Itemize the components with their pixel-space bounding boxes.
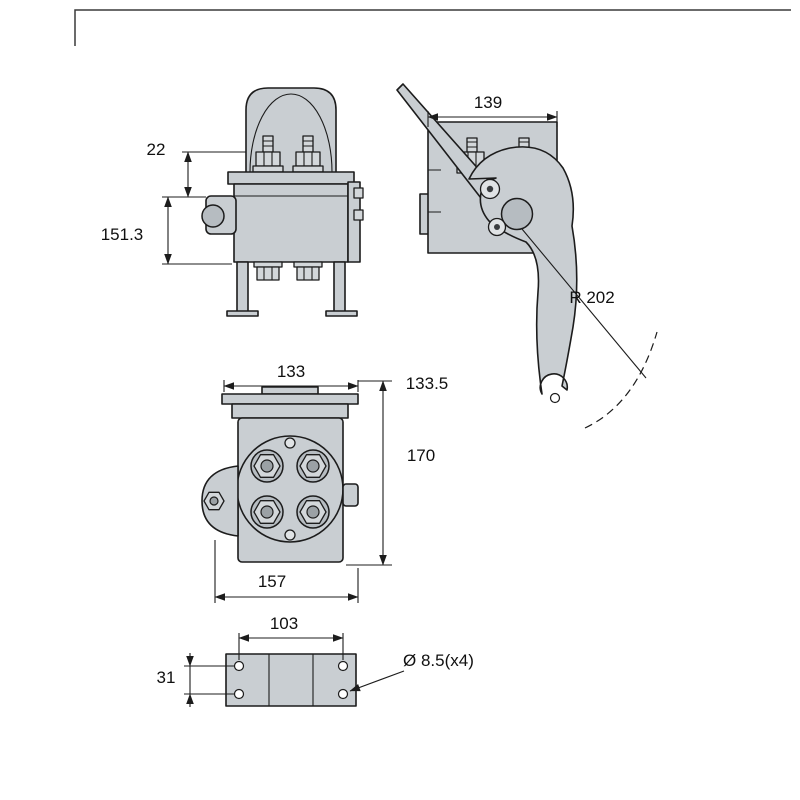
dim-top-overall-width: 157 bbox=[214, 540, 359, 603]
dim-hole-pitch-x: 103 bbox=[238, 614, 344, 660]
dim-label-flange-width: 133 bbox=[277, 362, 305, 381]
cam-lever bbox=[468, 146, 578, 395]
dim-label-overall-width: 157 bbox=[258, 572, 286, 591]
cam-tip-hole bbox=[549, 392, 561, 404]
top-view: 133 133.5 170 157 bbox=[201, 362, 449, 603]
flange-tab bbox=[261, 386, 319, 395]
left-foot bbox=[226, 310, 259, 317]
port-2 bbox=[296, 449, 330, 483]
dim-label-hole-pitch-y: 31 bbox=[157, 668, 176, 687]
bottom-port-left bbox=[253, 261, 283, 281]
dim-front-height: 151.3 bbox=[101, 196, 232, 265]
valve-body-front bbox=[233, 183, 349, 263]
flange-riser bbox=[231, 403, 349, 419]
right-tab bbox=[342, 483, 359, 507]
port-1 bbox=[250, 449, 284, 483]
bottom-port-right bbox=[293, 261, 323, 281]
top-bolt-right bbox=[292, 135, 324, 173]
frame-border-line bbox=[74, 9, 791, 46]
dim-front-offset: 22 bbox=[147, 140, 246, 198]
right-leg bbox=[333, 261, 346, 313]
dim-side-width: 139 bbox=[427, 93, 558, 127]
dim-hole-pitch-y: 31 bbox=[157, 653, 234, 707]
dim-label-upper-height: 133.5 bbox=[406, 374, 449, 393]
side-view: R 202 139 bbox=[396, 83, 658, 429]
dim-top-right-vertical: 133.5 170 bbox=[346, 374, 449, 566]
plate-edge-lines bbox=[428, 169, 441, 213]
dim-label-hole-spec: Ø 8.5(x4) bbox=[403, 651, 474, 670]
dim-label-lever-radius: R 202 bbox=[569, 288, 614, 307]
right-bracket bbox=[347, 181, 361, 263]
top-plate bbox=[227, 171, 355, 185]
dim-top-flange-width: 133 bbox=[223, 362, 359, 392]
pivot-ball bbox=[201, 204, 225, 228]
footprint-view: 103 31 Ø 8.5(x4) bbox=[157, 614, 474, 707]
body-cylinder bbox=[236, 435, 344, 543]
dim-label-front-offset: 22 bbox=[147, 140, 166, 159]
dim-label-hole-pitch-x: 103 bbox=[270, 614, 298, 633]
front-view: 22 151.3 bbox=[101, 87, 364, 317]
port-4 bbox=[296, 495, 330, 529]
right-bracket-lug-2 bbox=[353, 209, 364, 221]
boot-dome-arc bbox=[249, 93, 333, 173]
mount-hole-2 bbox=[337, 660, 349, 672]
mount-hole-3 bbox=[233, 688, 245, 700]
center-hole-top bbox=[284, 437, 296, 449]
sheet-frame bbox=[74, 9, 791, 46]
port-3 bbox=[250, 495, 284, 529]
shaft-end bbox=[500, 197, 534, 231]
base-plate-segments bbox=[268, 654, 314, 706]
dim-label-front-height: 151.3 bbox=[101, 225, 144, 244]
flange-plate bbox=[221, 393, 359, 405]
dim-label-depth: 170 bbox=[407, 446, 435, 465]
mount-hole-1 bbox=[233, 660, 245, 672]
hole-spec-callout: Ø 8.5(x4) bbox=[349, 651, 474, 692]
right-foot bbox=[325, 310, 358, 317]
lever-swing-arc bbox=[584, 331, 658, 429]
left-leg bbox=[236, 261, 249, 313]
right-bracket-lug-1 bbox=[353, 187, 364, 199]
mount-hole-4 bbox=[337, 688, 349, 700]
dim-label-side-width: 139 bbox=[474, 93, 502, 112]
center-hole-bottom bbox=[284, 529, 296, 541]
radius-leader-line bbox=[521, 228, 647, 379]
base-plate bbox=[225, 653, 357, 707]
